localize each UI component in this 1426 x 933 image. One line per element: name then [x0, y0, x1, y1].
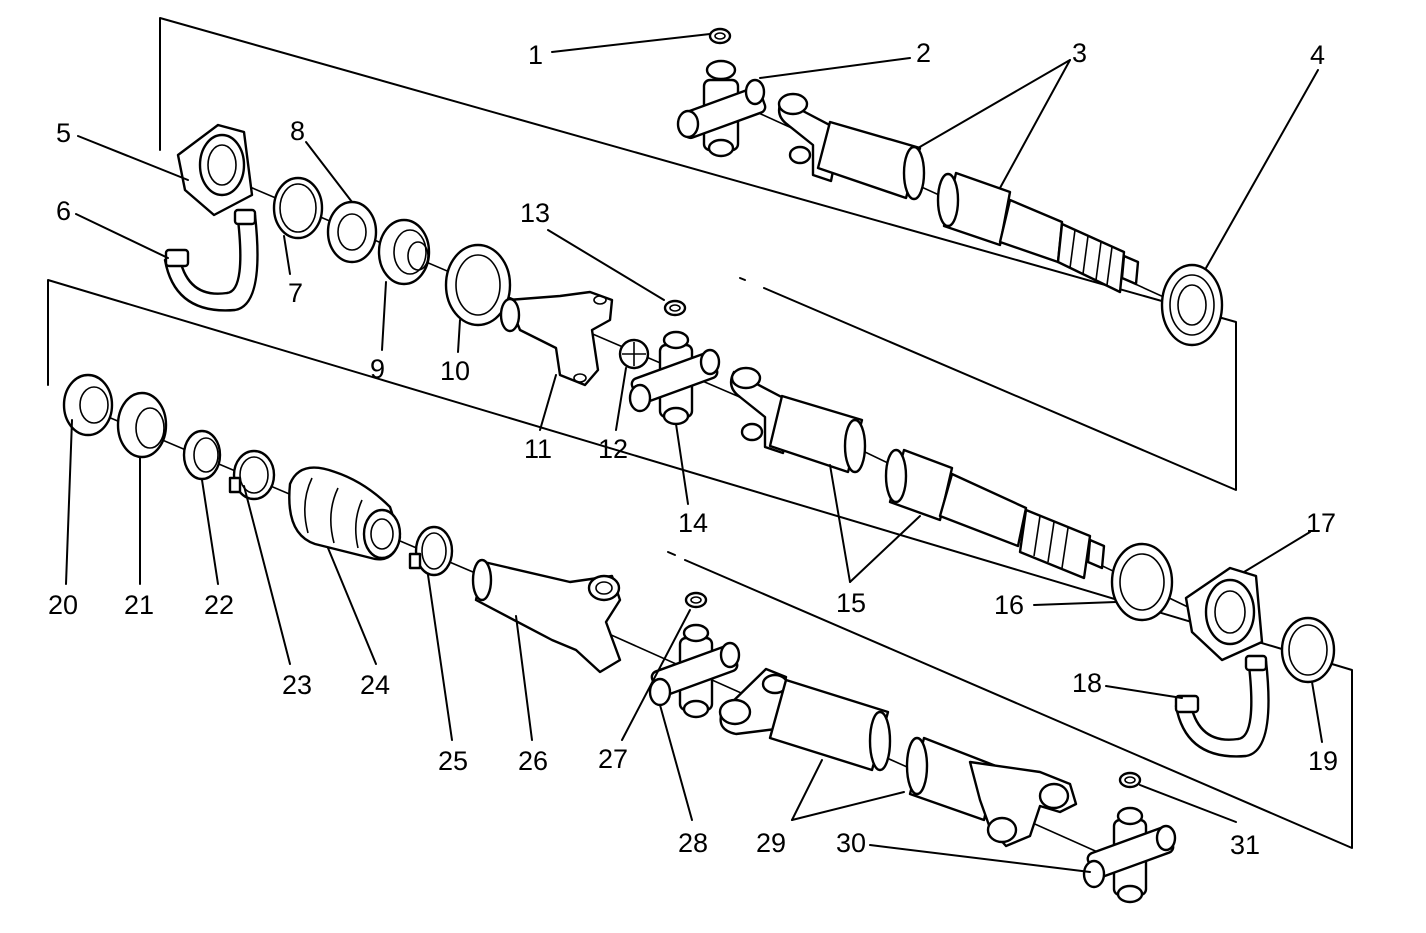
universal-joint-icon	[1082, 806, 1177, 904]
callout-21: 21	[124, 590, 154, 620]
callout-10: 10	[440, 356, 470, 386]
slip-yoke-icon	[499, 290, 614, 387]
shaft-tube-icon	[816, 120, 1140, 294]
center-bearing-icon	[176, 123, 254, 217]
universal-joint-icon	[648, 623, 741, 719]
boot-icon	[288, 466, 402, 561]
clamp-icon	[228, 449, 276, 501]
callout-15: 15	[836, 588, 866, 618]
callout-30: 30	[836, 828, 866, 858]
callout-3: 3	[1072, 38, 1087, 68]
shaft-tube-icon	[768, 678, 998, 822]
callout-26: 26	[518, 746, 548, 776]
callout-5: 5	[56, 118, 71, 148]
shaft-tube-icon	[768, 394, 1106, 580]
callout-29: 29	[756, 828, 786, 858]
snap-ring-icon	[663, 299, 687, 317]
callout-18: 18	[1072, 668, 1102, 698]
callout-25: 25	[438, 746, 468, 776]
callout-27: 27	[598, 744, 628, 774]
callout-17: 17	[1306, 508, 1336, 538]
retaining-ring-icon	[272, 176, 324, 240]
callout-23: 23	[282, 670, 312, 700]
callout-2: 2	[916, 38, 931, 68]
callout-12: 12	[598, 434, 628, 464]
snap-ring-icon	[684, 591, 708, 609]
callout-11: 11	[524, 434, 552, 464]
snap-ring-icon	[1118, 771, 1142, 789]
retaining-ring-icon	[1280, 616, 1336, 684]
dust-shield-icon	[444, 243, 512, 327]
bottom-shaft-group	[62, 373, 622, 674]
callout-14: 14	[678, 508, 708, 538]
callout-13: 13	[520, 198, 550, 228]
washer-icon	[618, 338, 650, 370]
snap-ring-icon	[708, 27, 732, 45]
callout-8: 8	[290, 116, 305, 146]
callout-6: 6	[56, 196, 71, 226]
callout-24: 24	[360, 670, 390, 700]
assembly-frame-lines	[47, 17, 1353, 849]
callout-4: 4	[1310, 40, 1325, 70]
retaining-ring-icon	[182, 429, 222, 481]
clamp-icon	[408, 525, 454, 577]
rear-shaft-group	[718, 667, 1078, 848]
seal-icon	[1160, 263, 1224, 347]
callout-19: 19	[1308, 746, 1338, 776]
leader-lines	[65, 33, 1323, 873]
callout-28: 28	[678, 828, 708, 858]
top-shaft-group	[676, 27, 1224, 347]
bracket-icon	[1174, 654, 1270, 758]
bearing-icon	[62, 373, 114, 437]
callout-1: 1	[528, 40, 543, 70]
callout-31: 31	[1230, 830, 1260, 860]
callout-22: 22	[204, 590, 234, 620]
callout-7: 7	[288, 278, 303, 308]
seal-icon	[1110, 542, 1174, 622]
yoke-icon	[968, 760, 1078, 848]
callout-9: 9	[370, 354, 385, 384]
universal-joint-icon	[676, 59, 767, 158]
callout-16: 16	[994, 590, 1024, 620]
center-bearing-icon	[1184, 566, 1264, 662]
slip-shaft-icon	[471, 558, 622, 674]
universal-joint-icon	[628, 330, 721, 426]
center-bearing-group	[163, 123, 512, 327]
middle-shaft-group	[729, 366, 1106, 580]
bracket-icon	[163, 208, 259, 312]
callout-labels: 1 2 3 4 5 6 7 8 9 10 11 12 13 14 15 16 1…	[48, 38, 1338, 860]
callout-20: 20	[48, 590, 78, 620]
slinger-icon	[116, 391, 168, 459]
slinger-icon	[377, 218, 431, 286]
bearing-icon	[326, 200, 378, 264]
